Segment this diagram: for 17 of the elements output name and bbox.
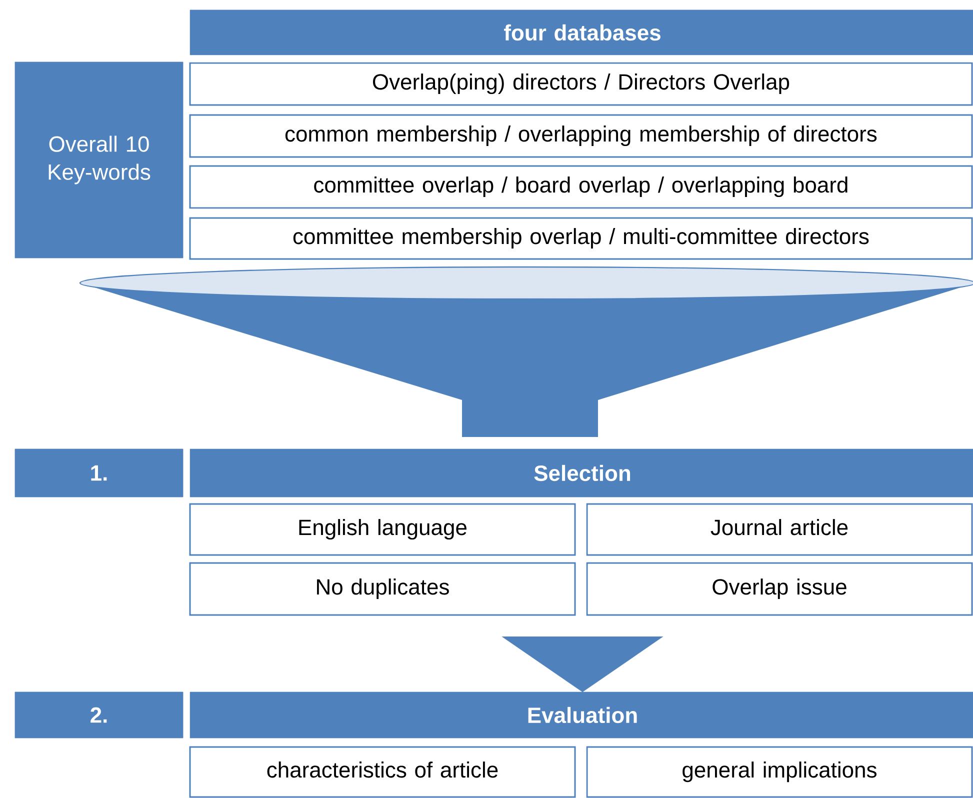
- criterion-box: characteristics of article: [189, 746, 576, 798]
- criterion-box: English language: [189, 503, 576, 556]
- keyword-box: common membership / overlapping membership of directors: [189, 114, 973, 158]
- step-number-box: 2.: [14, 692, 184, 738]
- header-bar: Selection: [190, 448, 973, 498]
- funnel-drawing: [79, 266, 973, 437]
- step-number-box: 1.: [14, 448, 184, 498]
- keyword-box: Overlap(ping) directors / Directors Overlap: [189, 62, 973, 106]
- criterion-box: general implications: [586, 746, 973, 798]
- side-box: Overall 10 Key-words: [14, 62, 184, 258]
- criterion-box: Journal article: [586, 503, 973, 556]
- keyword-box: committee membership overlap / multi-committee directors: [189, 217, 973, 260]
- criterion-box: No duplicates: [189, 562, 576, 616]
- header-bar: four databases: [190, 10, 973, 56]
- criterion-box: Overlap issue: [586, 562, 973, 616]
- arrow: [502, 636, 663, 692]
- keyword-box: committee overlap / board overlap / overlapping board: [189, 165, 973, 209]
